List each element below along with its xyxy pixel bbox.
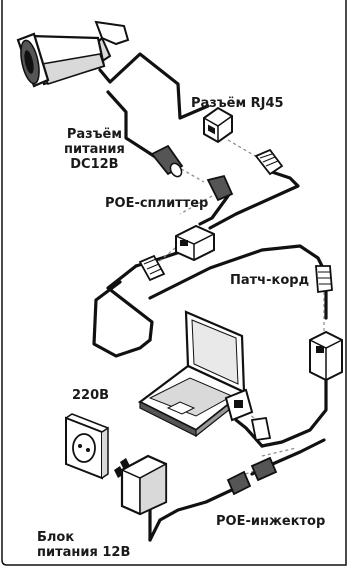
- dc-plug-icon: [206, 174, 234, 202]
- wall-socket-icon: [65, 413, 109, 480]
- rj45-jack-icon: [224, 388, 254, 422]
- label-power-connector: Разъём питания DC12B: [64, 127, 125, 172]
- rj45-plug-icon: [250, 416, 272, 442]
- label-power-supply: Блок питания 12В: [37, 530, 130, 560]
- label-power-supply-line: питания 12В: [37, 545, 131, 560]
- label-power-connector-line: питания: [64, 142, 125, 157]
- ip-camera-icon: [16, 20, 130, 88]
- label-patch-cord: Патч-корд: [230, 273, 310, 288]
- label-poe-splitter: POE-сплиттер: [105, 196, 209, 211]
- dc-plug-icon: [150, 144, 184, 178]
- label-poe-injector: POE-инжектор: [216, 514, 326, 529]
- poe-splitter-icon: [175, 224, 215, 262]
- laptop-icon: [137, 310, 247, 438]
- label-220v: 220В: [72, 388, 110, 403]
- label-power-supply-line: Блок: [37, 530, 75, 545]
- rj45-jack-icon: [203, 106, 233, 144]
- rj45-plug-icon: [138, 254, 166, 282]
- label-power-connector-line: Разъём: [66, 127, 122, 142]
- label-rj45-connector: Разъём RJ45: [191, 96, 284, 111]
- poe-injector-icon: [309, 330, 343, 382]
- power-adapter-icon: [114, 454, 168, 516]
- dc-plug-icon: [226, 456, 278, 496]
- rj45-plug-icon: [315, 265, 333, 294]
- label-power-connector-line: DC12B: [70, 157, 119, 172]
- rj45-plug-icon: [254, 148, 284, 176]
